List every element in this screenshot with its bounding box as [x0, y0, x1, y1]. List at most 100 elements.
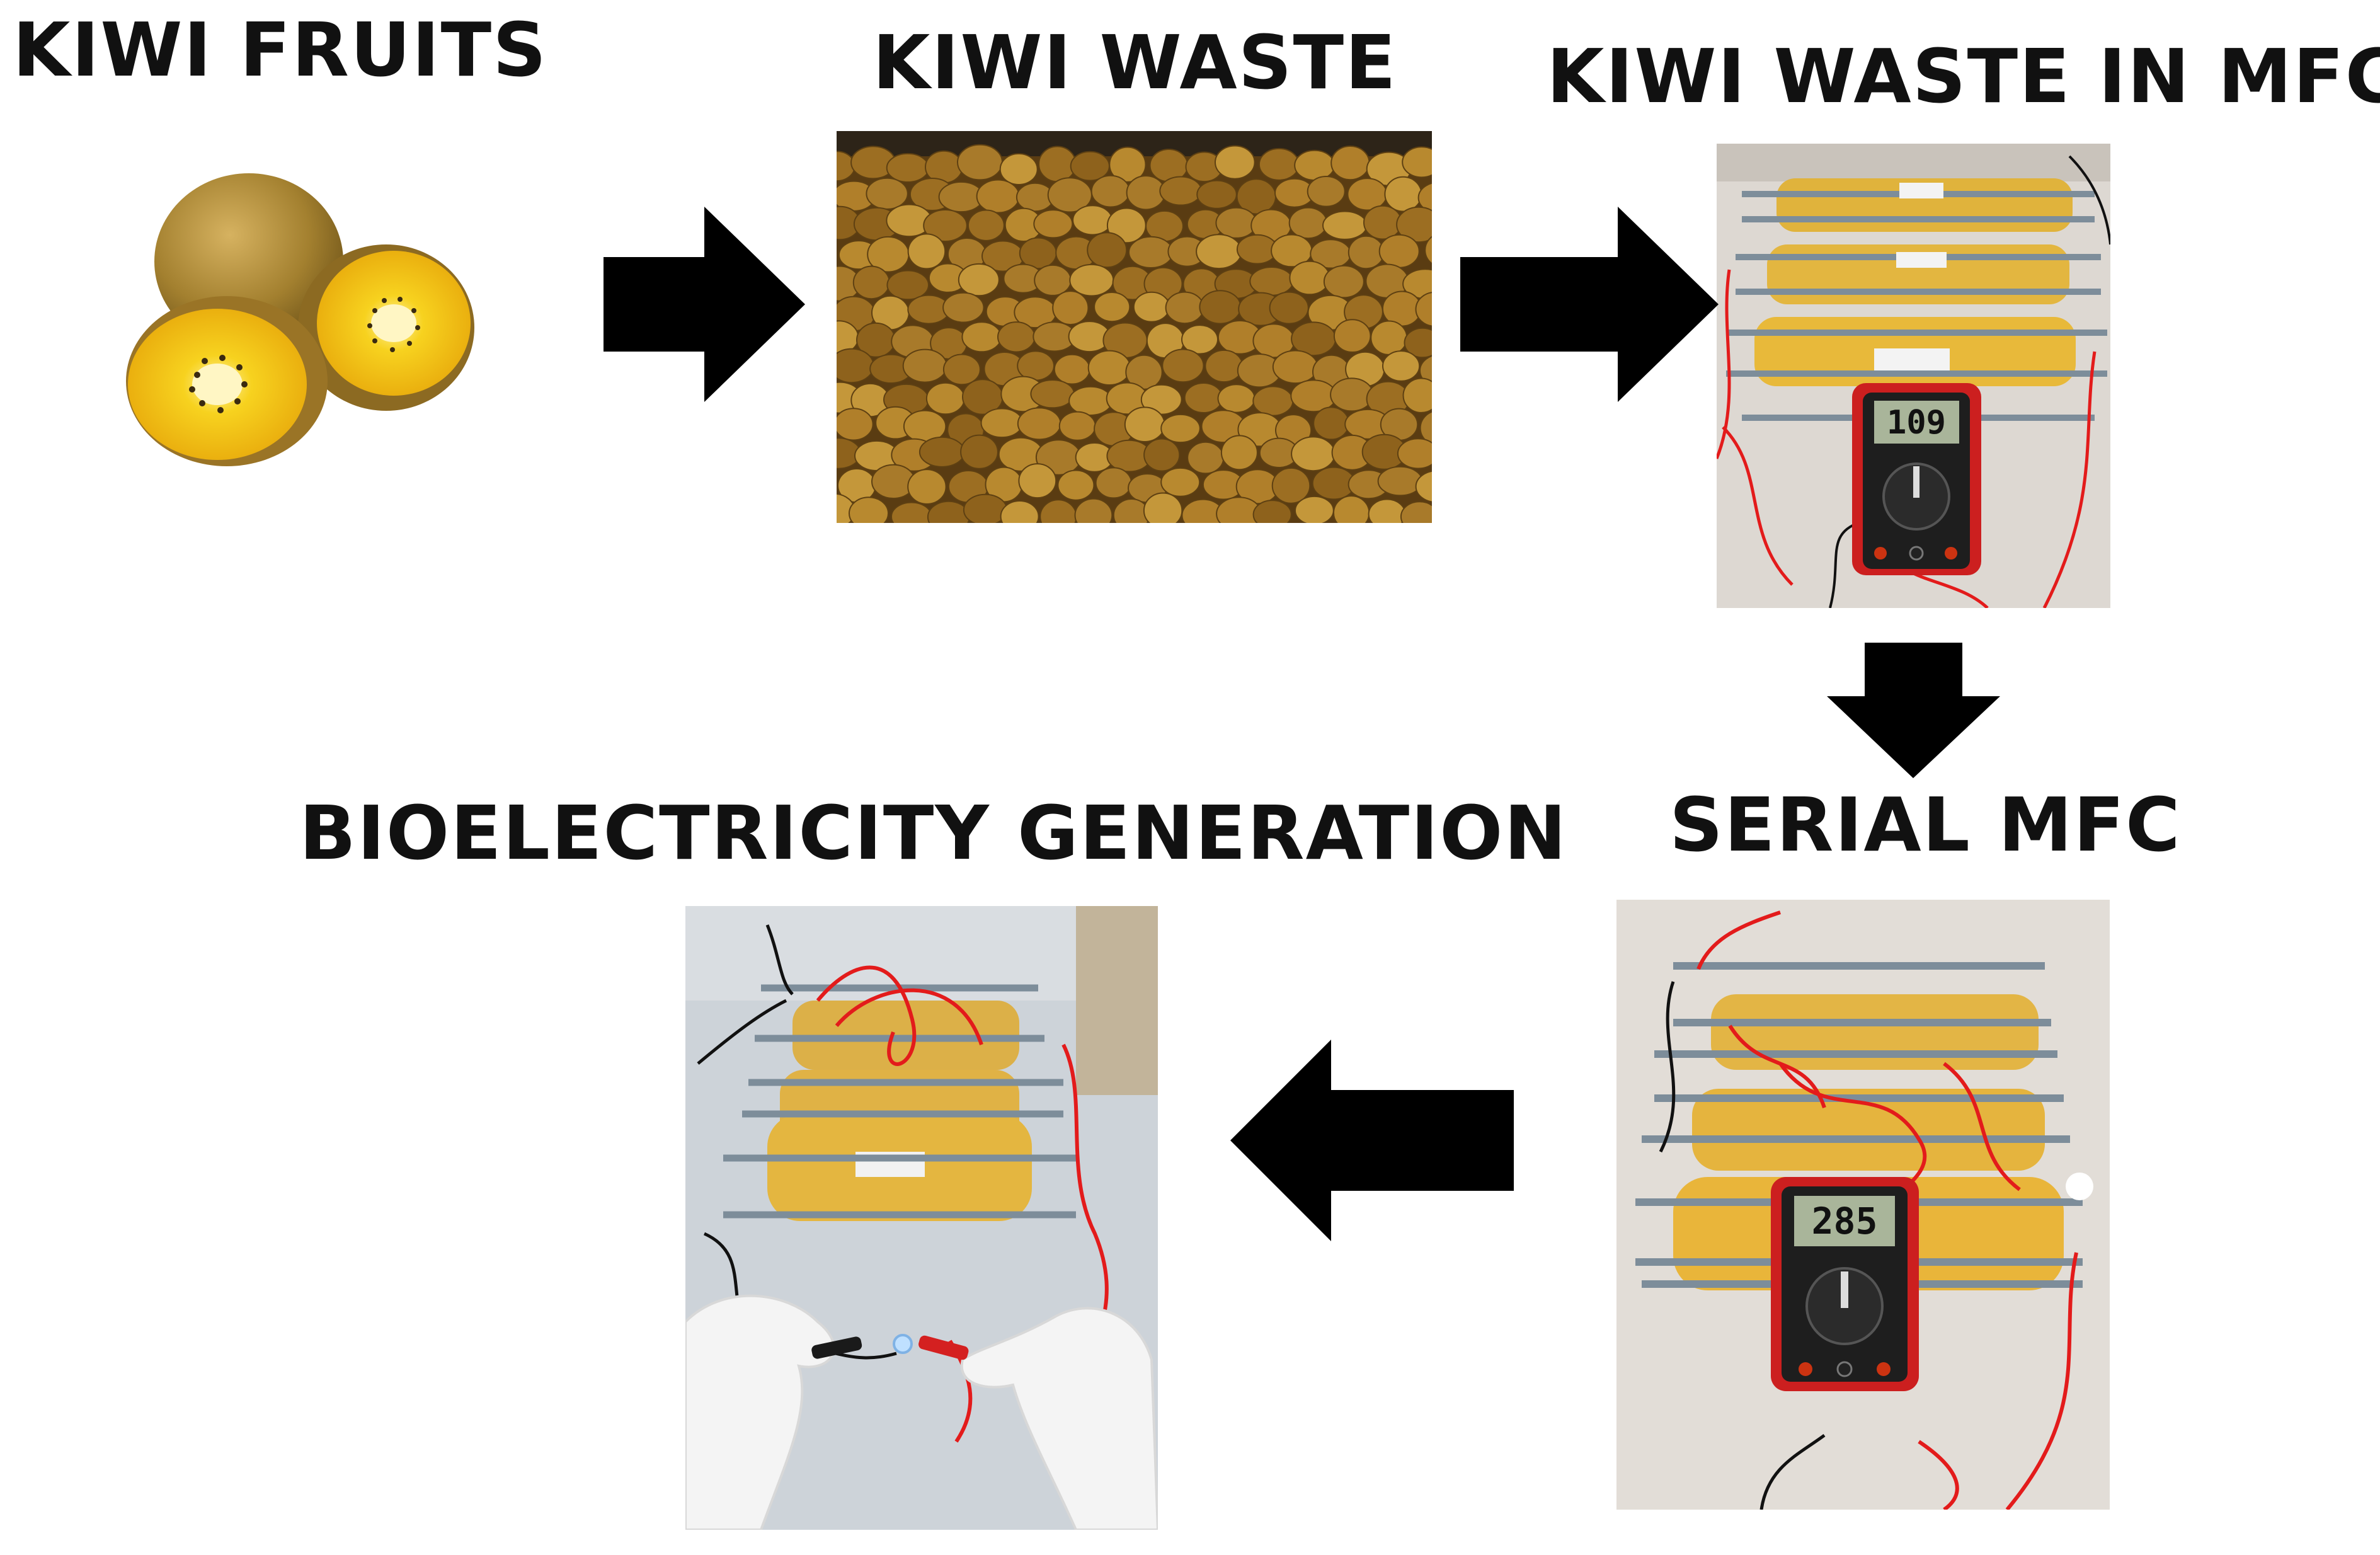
- kiwi-pile-fruit: [1415, 292, 1432, 327]
- kiwi-pile-fruit: [866, 177, 908, 210]
- kiwi-pile-fruit: [1033, 209, 1073, 239]
- kiwi-pile-fruit: [1382, 350, 1421, 382]
- kiwi-pile-fruit: [1165, 291, 1204, 324]
- kiwi-pile-fruit: [886, 270, 929, 301]
- kiwi-pile-fruit: [1322, 210, 1368, 240]
- kiwi-pile-fruit: [918, 436, 965, 468]
- kiwi-pile-fruit: [1187, 441, 1225, 474]
- kiwi-pile-fruit: [1258, 147, 1300, 181]
- kiwi-pile-fruit: [1249, 267, 1294, 296]
- kiwi-pile-fruit: [1196, 180, 1237, 209]
- kiwi-pile-fruit: [1323, 265, 1364, 299]
- kiwi-pile-fruit: [1159, 176, 1203, 206]
- kiwi-pile-fruit: [1017, 407, 1061, 440]
- kiwi-fruits-image: [123, 167, 482, 469]
- kiwi-pile-fruit: [1272, 350, 1319, 384]
- kiwi-pile-fruit: [1094, 292, 1131, 323]
- kiwi-pile-fruit: [1215, 207, 1257, 239]
- kiwi-pile-fruit: [1181, 324, 1218, 355]
- serial-multimeter-reading: 285: [1812, 1200, 1878, 1242]
- kiwi-pile-fruit: [1069, 263, 1114, 297]
- kiwi-pile-fruit: [1068, 386, 1113, 416]
- kiwi-pile-fruit: [1396, 206, 1432, 243]
- serial-mfc-image: 285: [1616, 900, 2110, 1510]
- kiwi-pile-fruit: [837, 348, 874, 384]
- kiwi-pile-fruit: [942, 292, 985, 323]
- kiwi-pile-fruit: [1333, 495, 1370, 523]
- kiwi-pile-fruit: [1204, 349, 1244, 383]
- kiwi-pile-fruit: [1057, 469, 1095, 501]
- kiwi-pile-fruit: [1295, 495, 1334, 523]
- kiwi-pile-fruit: [1034, 264, 1072, 296]
- kiwi-waste-in-mfc-image: 109: [1717, 144, 2110, 608]
- kiwi-pile-fruit: [980, 408, 1024, 439]
- kiwi-pile-fruit: [925, 382, 965, 415]
- kiwi-pile-fruit: [1419, 411, 1432, 445]
- kiwi-pile-fruit: [1072, 205, 1113, 236]
- kiwi-pile-fruit: [1289, 260, 1330, 296]
- kiwi-pile-fruit: [907, 233, 946, 270]
- kiwi-pile-fruit: [1363, 205, 1402, 240]
- kiwi-pile-fruit: [1124, 406, 1165, 443]
- kiwi-pile-fruit: [1384, 176, 1422, 212]
- kiwi-pile-fruit: [999, 153, 1038, 185]
- kiwi-pile-fruit: [1368, 498, 1406, 523]
- kiwi-pile-fruit: [1333, 319, 1371, 353]
- kiwi-pile-fruit: [1400, 501, 1432, 523]
- kiwi-pile-fruit: [1269, 291, 1309, 324]
- arrow-right-1: [604, 207, 805, 402]
- label-kiwi-waste: KIWI WASTE: [872, 19, 1397, 106]
- kiwi-pile-fruit: [957, 144, 1003, 181]
- kiwi-pile-fruit: [1052, 290, 1089, 326]
- kiwi-pile-fruit: [1058, 411, 1096, 441]
- kiwi-pile-fruit: [942, 353, 981, 386]
- kiwi-pile-fruit: [1074, 498, 1113, 523]
- kiwi-pile-fruit: [837, 408, 874, 441]
- kiwi-pile-fruit: [1162, 348, 1204, 383]
- label-kiwi-fruits: KIWI FRUITS: [13, 6, 548, 93]
- kiwi-pile-fruit: [1291, 436, 1336, 472]
- kiwi-pile-fruit: [1053, 353, 1090, 385]
- kiwi-pile-fruit: [1404, 327, 1432, 359]
- kiwi-pile-fruit: [1217, 384, 1256, 413]
- kiwi-pile-fruit: [1196, 234, 1242, 270]
- kiwi-pile-fruit: [1000, 500, 1039, 523]
- kiwi-pile-fruit: [1307, 176, 1346, 207]
- kiwi-pile-fruit: [1018, 463, 1057, 499]
- kiwi-pile-fruit: [961, 321, 1002, 353]
- kiwi-waste-image: [837, 131, 1432, 523]
- kiwi-pile-fruit: [1143, 438, 1181, 472]
- kiwi-pile-fruit: [1370, 320, 1408, 355]
- kiwi-pile-fruit: [923, 209, 968, 242]
- kiwi-pile-fruit: [1128, 236, 1174, 268]
- kiwi-pile-fruit: [1109, 146, 1147, 183]
- kiwi-pile-fruit: [1126, 175, 1166, 210]
- arrow-left: [1230, 1040, 1514, 1241]
- kiwi-pile-fruit: [1215, 145, 1256, 180]
- kiwi-pile-fruit: [1030, 379, 1075, 409]
- kiwi-pile-fruit: [1087, 232, 1128, 268]
- kiwi-pile-fruit: [1199, 290, 1242, 324]
- kiwi-pile-fruit: [1402, 377, 1432, 413]
- kiwi-pile-fruit: [1160, 413, 1201, 444]
- kiwi-pile-fruit: [1424, 236, 1432, 265]
- kiwi-pile-fruit: [907, 469, 947, 505]
- kiwi-pile-fruit: [1095, 467, 1132, 499]
- kiwi-pile-fruit: [1330, 145, 1370, 181]
- kiwi-pile-fruit: [1087, 350, 1131, 386]
- kiwi-pile-fruit: [1143, 492, 1183, 523]
- kiwi-pile-fruit: [1313, 406, 1350, 440]
- kiwi-pile-fruit: [1271, 467, 1311, 504]
- kiwi-pile-fruit: [1184, 382, 1223, 413]
- kiwi-pile-fruit: [1378, 234, 1420, 268]
- kiwi-pile-fruit: [902, 348, 947, 383]
- kiwi-pile-fruit: [1090, 175, 1131, 208]
- kiwi-pile-fruit: [1330, 377, 1374, 412]
- kiwi-pile-fruit: [852, 265, 890, 300]
- bioelectricity-generation-image: [685, 906, 1158, 1530]
- kiwi-pile-fruit: [968, 209, 1005, 241]
- kiwi-pile-fruit: [886, 152, 930, 183]
- label-kiwi-waste-in-mfc: KIWI WASTE IN MFC: [1547, 33, 2380, 120]
- arrow-right-2: [1460, 207, 1719, 402]
- kiwi-pile-fruit: [1347, 235, 1385, 270]
